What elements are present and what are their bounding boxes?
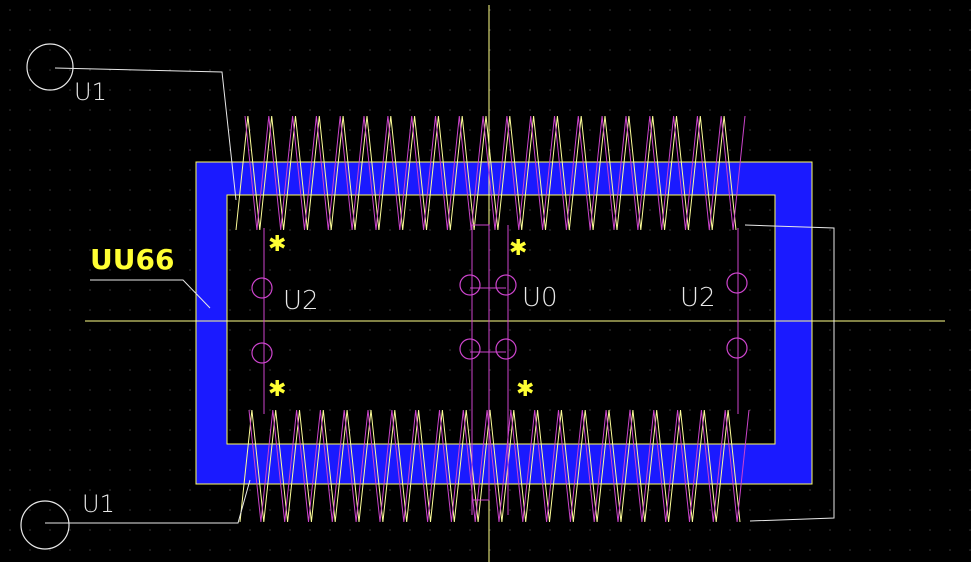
pin-right-lower: [726, 337, 748, 359]
terminal-top-circle: [26, 43, 74, 91]
terminal-bottom-circle: [20, 500, 70, 550]
polarity-dot-top-center: ✱: [509, 236, 528, 261]
pin-left-label: U2: [283, 286, 319, 316]
winding-bottom-yellow: [239, 409, 741, 523]
pin-left-lower: [251, 342, 273, 364]
winding-bottom-magenta: [248, 409, 750, 523]
core-inner-outline: [226, 194, 776, 445]
core-label-leader: [90, 279, 211, 309]
winding-top-yellow: [235, 115, 737, 231]
lead-top: [54, 67, 237, 201]
polarity-dot-bottom-left: ✱: [268, 377, 287, 402]
core-name-label: UU66: [90, 243, 175, 276]
pin-center-lower-right: [495, 338, 517, 360]
pin-right-label: U2: [680, 283, 716, 313]
pin-right-upper: [726, 272, 748, 294]
pin-left-upper: [251, 277, 273, 299]
lead-right: [744, 224, 835, 522]
core-frame: [196, 162, 812, 484]
winding-top-label: U1: [74, 78, 107, 106]
pin-center-label: U0: [522, 283, 558, 313]
polarity-dot-bottom-center: ✱: [516, 377, 535, 402]
pin-center-upper-left: [459, 274, 481, 296]
pin-center-lower-left: [459, 338, 481, 360]
core-outer-outline: [195, 161, 813, 485]
polarity-dot-top-left: ✱: [268, 232, 287, 257]
winding-top-magenta: [244, 115, 746, 231]
winding-bottom-label: U1: [82, 490, 115, 518]
lead-bottom: [45, 479, 251, 524]
pin-center-upper-right: [495, 274, 517, 296]
